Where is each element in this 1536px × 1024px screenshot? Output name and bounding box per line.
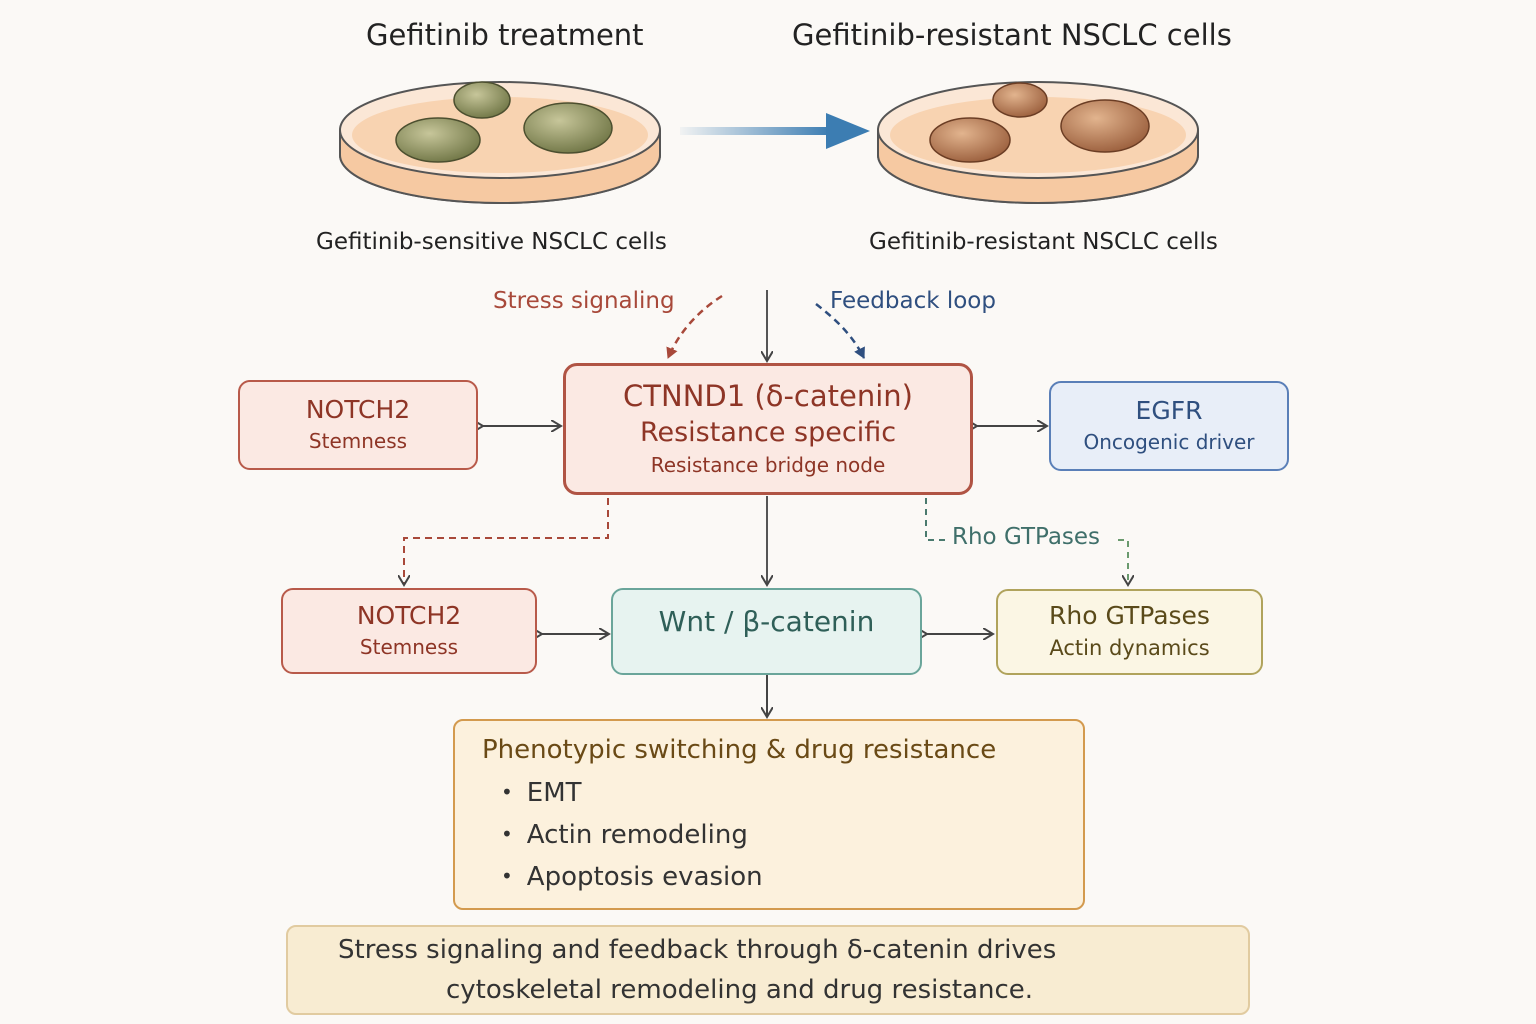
node-title: CTNND1 (δ-catenin)	[623, 378, 913, 413]
node-title: NOTCH2	[356, 600, 462, 630]
petri-dish-sensitive	[339, 81, 661, 204]
cell-cluster	[395, 81, 613, 163]
notch2-node-bottom: NOTCH2 Stemness	[281, 588, 537, 674]
node-note: Resistance bridge node	[650, 453, 886, 478]
stress-signaling-label: Stress signaling	[493, 288, 675, 314]
ctnnd1-node: CTNND1 (δ-catenin) Resistance specific R…	[563, 363, 973, 495]
phenotype-title: Phenotypic switching & drug resistance	[482, 735, 997, 765]
rho-gtpases-node: Rho GTPases Actin dynamics	[996, 589, 1263, 675]
summary-line-1: Stress signaling and feedback through δ-…	[338, 935, 1057, 965]
summary-line-2: cytoskeletal remodeling and drug resista…	[446, 975, 1034, 1005]
feedback-arrow	[815, 303, 866, 359]
node-subtitle: Actin dynamics	[1049, 635, 1210, 660]
summary-box: Stress signaling and feedback through δ-…	[286, 925, 1250, 1015]
node-subtitle: Stemness	[359, 635, 459, 660]
phenotype-item: Actin remodeling	[501, 815, 763, 857]
node-title: Rho GTPases	[1049, 601, 1210, 630]
feedback-loop-label: Feedback loop	[830, 288, 996, 314]
phenotype-list: EMT Actin remodeling Apoptosis evasion	[501, 773, 763, 899]
phenotype-item: Apoptosis evasion	[501, 857, 763, 899]
ctnnd1-rho-dashed-start	[925, 498, 946, 541]
left-dish-title: Gefitinib treatment	[366, 18, 644, 52]
rho-gtpases-label: Rho GTPases	[952, 524, 1101, 550]
notch2-node-top: NOTCH2 Stemness	[238, 380, 478, 470]
node-title: NOTCH2	[305, 394, 411, 424]
node-title: EGFR	[1135, 395, 1203, 425]
right-dish-title: Gefitinib-resistant NSCLC cells	[792, 18, 1232, 52]
phenotype-box: Phenotypic switching & drug resistance E…	[453, 719, 1085, 910]
egfr-node: EGFR Oncogenic driver	[1049, 381, 1289, 471]
wnt-node: Wnt / β-catenin	[611, 588, 922, 675]
right-dish-caption: Gefitinib-resistant NSCLC cells	[869, 229, 1218, 255]
node-title: Wnt / β-catenin	[658, 605, 875, 638]
petri-dish-resistant	[877, 81, 1199, 204]
stress-arrow	[666, 294, 723, 359]
left-dish-caption: Gefitinib-sensitive NSCLC cells	[316, 229, 667, 255]
ctnnd1-rho-dashed-end	[1118, 539, 1128, 584]
node-subtitle: Oncogenic driver	[1083, 430, 1255, 455]
node-subtitle: Stemness	[308, 429, 408, 454]
treatment-arrow	[680, 113, 870, 149]
node-subtitle: Resistance specific	[639, 417, 897, 449]
phenotype-item: EMT	[501, 773, 763, 815]
cell-cluster	[929, 82, 1150, 163]
ctnnd1-notch2-dashed	[404, 498, 609, 584]
